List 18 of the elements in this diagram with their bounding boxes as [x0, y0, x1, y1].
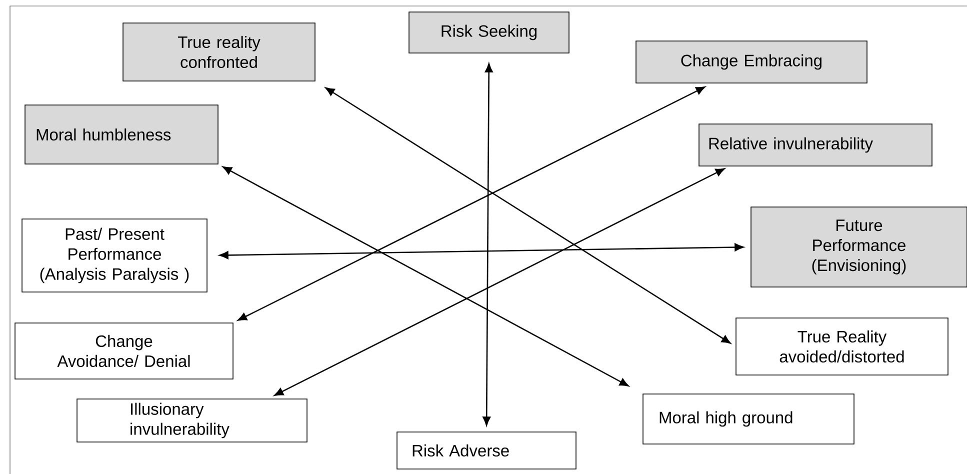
- label-box: Relative invulnerability: [698, 124, 932, 166]
- label-box: True reality confronted: [122, 22, 316, 82]
- label-box: Change Avoidance/ Denial: [14, 322, 234, 380]
- label-box: Change Embracing: [636, 40, 868, 84]
- label-box: Moral high ground: [642, 394, 854, 444]
- double-arrow: [274, 168, 725, 396]
- label-box: Future Performance (Envisioning): [750, 206, 967, 288]
- double-arrow: [222, 166, 629, 386]
- label-box: Risk Seeking: [408, 12, 570, 54]
- label-box: True Reality avoided/distorted: [736, 318, 948, 376]
- label-box: Moral humbleness: [24, 104, 218, 164]
- double-arrow: [325, 87, 731, 344]
- label-box: Risk Adverse: [396, 432, 576, 470]
- double-arrow: [482, 63, 493, 426]
- double-arrow: [219, 243, 744, 260]
- label-box: Illusionary invulnerability: [76, 398, 308, 442]
- double-arrow: [238, 86, 706, 321]
- label-box: Past/ Present Performance (Analysis Paralysis ): [22, 218, 208, 292]
